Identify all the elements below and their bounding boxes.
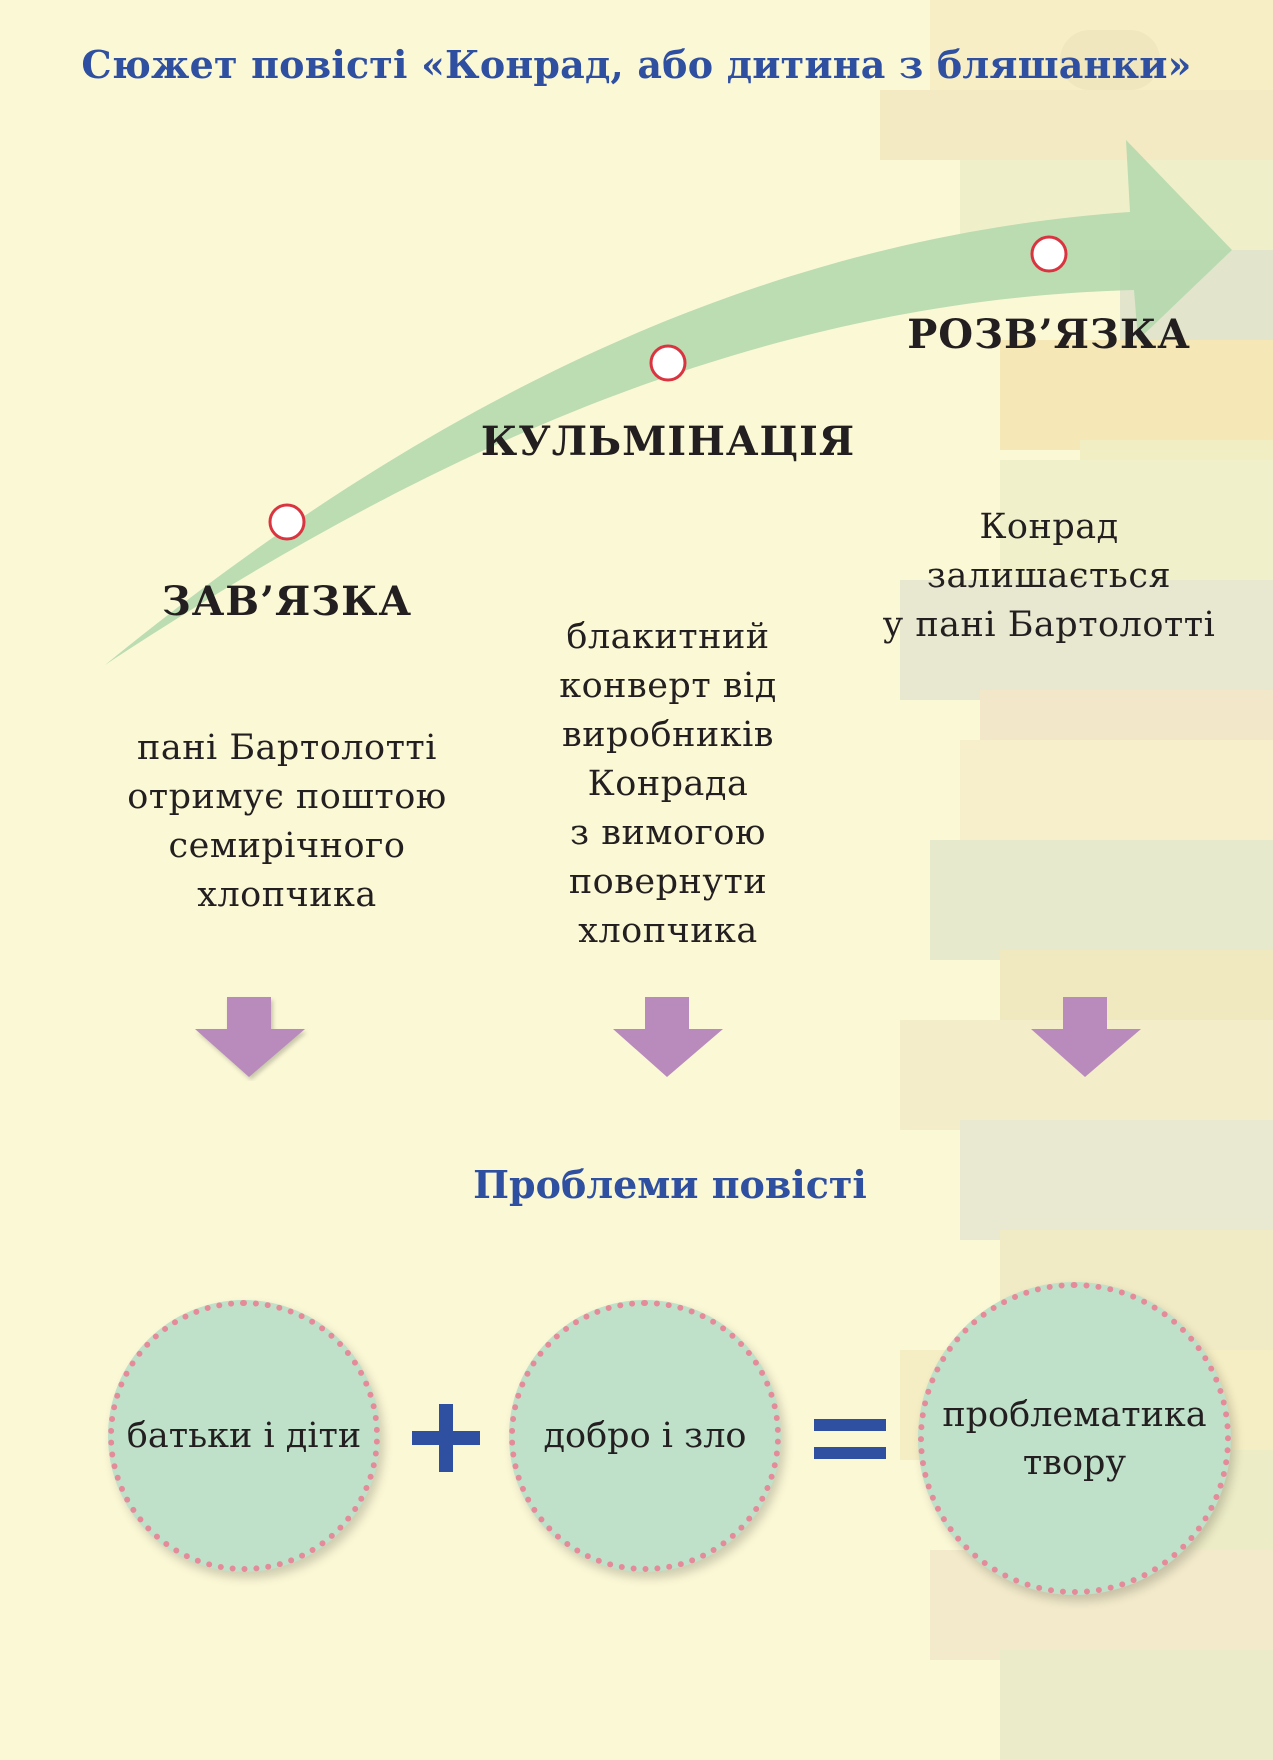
text-line: пані Бартолотті [137, 728, 437, 768]
zavyazka-marker [268, 503, 306, 541]
stage-text-kulminatsiya: блакитний конверт від виробників Конрада… [468, 613, 868, 956]
stage-label-zavyazka: ЗАВ’ЯЗКА [161, 578, 413, 625]
problems-title: Проблеми повісті [473, 1162, 867, 1207]
text-line: блакитний [566, 617, 770, 657]
text-line: залишається [926, 556, 1172, 596]
text-line: Конрада [587, 764, 749, 804]
problem-circle-parents-children: батьки і діти [108, 1300, 380, 1572]
problem-label: проблематика [942, 1394, 1207, 1435]
page-title: Сюжет повісті «Конрад, або дитина з бляш… [81, 42, 1192, 87]
text-line: хлопчика [197, 875, 377, 915]
text-line: у пані Бартолотті [882, 605, 1216, 645]
plus-icon [412, 1404, 480, 1472]
text-line: повернути [568, 862, 768, 902]
stage-text-rozvyazka: Конрад залишається у пані Бартолотті [849, 503, 1249, 650]
text-line: виробників [561, 715, 774, 755]
text-line: Конрад [979, 507, 1119, 547]
text-line: хлопчика [578, 911, 758, 951]
problem-label: твору [1022, 1442, 1127, 1483]
text-line: семирічного [168, 826, 406, 866]
problem-label-block: проблематика твору [942, 1391, 1206, 1487]
stage-label-kulminatsiya: КУЛЬМІНАЦІЯ [480, 418, 856, 465]
problem-label: добро і зло [543, 1416, 747, 1456]
equals-icon [814, 1419, 886, 1459]
problem-label: батьки і діти [126, 1416, 362, 1456]
stage-text-zavyazka: пані Бартолотті отримує поштою семирічно… [87, 724, 487, 920]
problem-circle-result: проблематика твору [918, 1282, 1231, 1595]
rozvyazka-marker [1030, 235, 1068, 273]
text-line: з вимогою [570, 813, 766, 853]
problem-circle-good-evil: добро і зло [509, 1300, 781, 1572]
plot-curved-arrow [105, 140, 1232, 665]
down-arrow-icon [195, 997, 305, 1077]
stage-label-rozvyazka: РОЗВ’ЯЗКА [907, 311, 1191, 358]
down-arrow-icon [1031, 997, 1141, 1077]
text-line: отримує поштою [127, 777, 447, 817]
kulminatsiya-marker [649, 344, 687, 382]
text-line: конверт від [559, 666, 777, 706]
down-arrow-icon [613, 997, 723, 1077]
